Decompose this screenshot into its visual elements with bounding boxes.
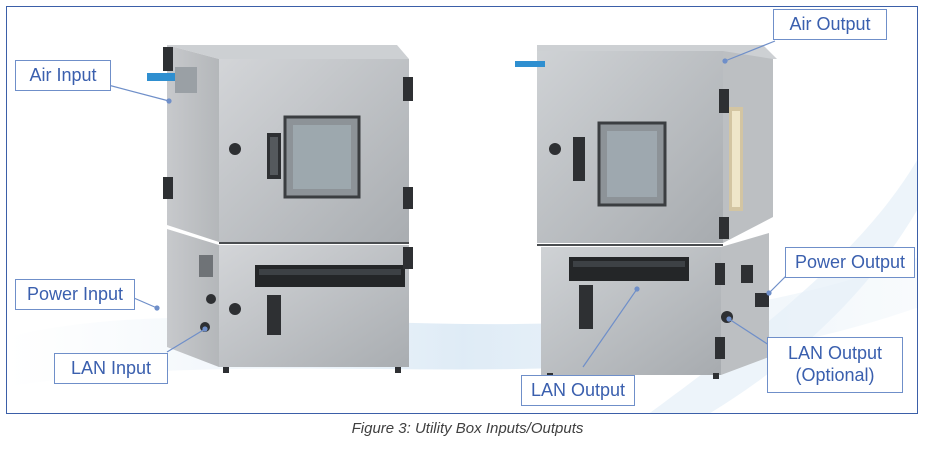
lan-output-label: LAN Output: [521, 375, 635, 406]
figure-caption: Figure 3: Utility Box Inputs/Outputs: [351, 420, 584, 437]
air-input-label: Air Input: [15, 60, 111, 91]
lan-output-optional-label: LAN Output (Optional): [767, 337, 903, 393]
figure-frame: Air Input Power Input LAN Input Air Outp…: [6, 6, 918, 414]
power-output-label: Power Output: [785, 247, 915, 278]
air-output-label: Air Output: [773, 9, 887, 40]
lan-input-label: LAN Input: [54, 353, 168, 384]
lan-output-optional-line2: (Optional): [795, 365, 875, 385]
lan-output-optional-line1: LAN Output: [787, 343, 883, 364]
utility-box-left-illustration: [147, 45, 413, 373]
power-input-label: Power Input: [15, 279, 135, 310]
utility-box-right-illustration: [515, 45, 777, 379]
